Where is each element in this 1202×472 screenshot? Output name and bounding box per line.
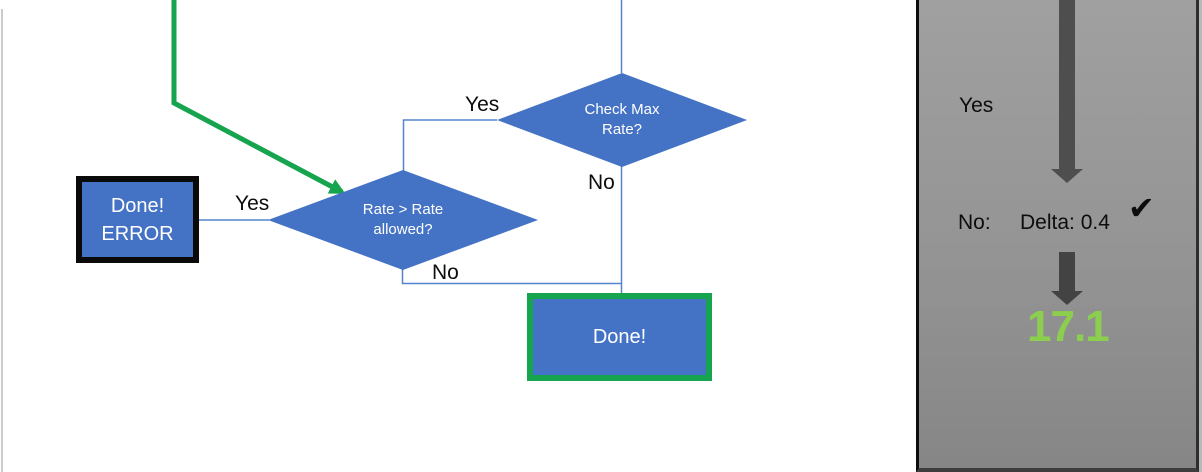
done-box: Done! — [527, 293, 712, 381]
result-value: 17.1 — [1027, 302, 1110, 351]
edge-label-checkmax-yes: Yes — [465, 93, 500, 116]
down-arrow-icon — [1059, 0, 1075, 169]
edge-label-rate-yes: Yes — [235, 192, 270, 215]
checkmark-icon: ✔ — [1128, 190, 1155, 226]
done-error-box: Done! ERROR — [76, 176, 199, 263]
panel-no-label: No: — [958, 211, 991, 234]
down-arrow-head-icon — [1051, 291, 1083, 305]
connector-rate-no-to-done — [401, 269, 622, 285]
evaluation-panel: Yes No: Delta: 0.4 ✔ 17.1 — [916, 0, 1199, 472]
slide-left-edge-line — [1, 9, 3, 472]
panel-yes-label: Yes — [959, 94, 994, 117]
down-arrow-head-icon — [1051, 169, 1083, 183]
edge-label-rate-no: No — [432, 261, 459, 284]
green-flow-arrow — [171, 0, 346, 195]
panel-right-edge-strip — [1199, 0, 1202, 472]
done-error-line1: Done! — [110, 194, 165, 217]
done-error-line2: ERROR — [101, 222, 174, 245]
decision-check-max-rate-label: Check Max Rate? — [584, 100, 660, 138]
down-arrow-icon — [1059, 252, 1075, 291]
edge-label-checkmax-no: No — [588, 171, 615, 194]
connector-checkmax-yes-to-rate — [402, 119, 497, 171]
decision-rate-allowed-label: Rate > Rate allowed? — [362, 200, 444, 238]
panel-delta-value: Delta: 0.4 — [1020, 211, 1110, 234]
done-box-label: Done! — [592, 326, 647, 348]
